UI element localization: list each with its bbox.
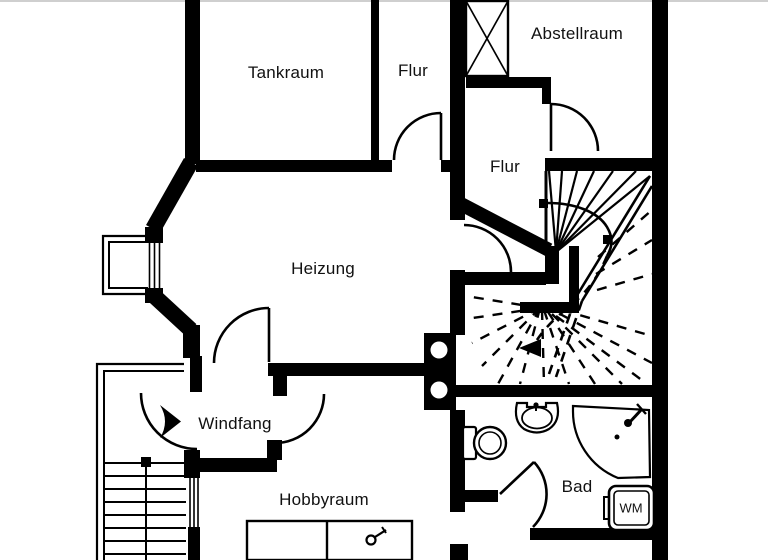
flur-top-door-arc: [392, 111, 442, 161]
door-swings: [139, 102, 600, 528]
hobbyraum-east-wall-stub: [450, 544, 468, 560]
sink: [514, 401, 560, 434]
bad-door-stub: [464, 490, 498, 502]
hobbyraum-north-stub: [267, 440, 282, 460]
shaft-cross-icon: [464, 0, 510, 78]
shower-drain-icon: [614, 434, 620, 440]
room-label-heizung: Heizung: [291, 259, 355, 278]
room-label-bad: Bad: [561, 477, 593, 496]
hall-west-wall-mid2: [450, 270, 465, 335]
stair-treads-dashed: [465, 209, 653, 385]
exterior-stairs: [95, 362, 186, 560]
stair-walk-line: [519, 199, 613, 357]
abstellraum-door-arc: [550, 102, 600, 152]
stair-spine-vertical: [569, 246, 579, 306]
bay-window-top-cap: [145, 227, 163, 243]
hall-west-wall-upper: [450, 0, 465, 170]
bad-door-leaf: [499, 461, 535, 495]
image-top-edge: [0, 0, 768, 2]
room-label-flur-stair: Flur: [489, 157, 521, 176]
stair-treads-solid: [547, 170, 651, 253]
hobbyraum-table: [245, 519, 414, 560]
windfang-west-wall-upper: [183, 325, 200, 358]
shower-head-icon: [624, 419, 632, 427]
bay-window-bottom-cap: [145, 288, 163, 303]
chimney-icon: [424, 333, 456, 410]
room-label-windfang: Windfang: [198, 414, 272, 433]
west-upper-diagonal-wall: [146, 158, 198, 233]
tankraum-west-wall: [185, 0, 200, 164]
room-label-tankraum: Tankraum: [247, 63, 325, 82]
windfang-east-stub: [273, 376, 287, 396]
windfang-heizung-door-arc: [212, 306, 270, 364]
stair-spine-horizontal: [520, 302, 579, 313]
hobbyraum-east-wall: [450, 410, 465, 512]
bad-north-wall: [451, 385, 655, 397]
abstellraum-south-wall: [466, 77, 545, 88]
abstellraum-door-step: [542, 77, 551, 104]
shower: [571, 403, 652, 480]
stair-diagonal-wall: [455, 196, 553, 257]
stair-funnel-wall: [450, 272, 546, 285]
stair-top-wall: [545, 158, 652, 171]
hobbyraum-north-wall: [196, 458, 277, 472]
room-label-flur-top: Flur: [397, 61, 429, 80]
key-icon: [365, 526, 387, 546]
washing-machine: [603, 484, 656, 532]
bad-door-arc: [532, 461, 548, 528]
windfang-west-wall-lower: [190, 356, 202, 392]
stair-direction-arrow-icon: [519, 339, 541, 357]
washing-machine-label: WM: [619, 500, 643, 516]
winder-staircase: [465, 170, 654, 385]
windfang-north-wall: [268, 363, 424, 376]
bay-window: [101, 234, 161, 296]
entrance-left-door-arc: [139, 392, 198, 451]
walls: [145, 0, 668, 560]
heizung-east-door-arc: [463, 223, 513, 273]
heizung-north-wall: [196, 160, 392, 172]
room-label-hobbyraum: Hobbyraum: [279, 490, 369, 509]
hobbyraum-west-wall-lower: [188, 527, 200, 560]
room-label-abstellraum: Abstellraum: [531, 24, 623, 43]
stair-west-block: [545, 246, 559, 284]
heizung-north-stub: [441, 160, 451, 172]
tankraum-east-wall: [371, 0, 379, 163]
entrance-right-door-arc: [274, 393, 326, 445]
outer-east-wall: [652, 0, 668, 560]
toilet: [461, 425, 508, 461]
hobbyraum-window: [189, 478, 199, 527]
entrance-arrow-icon: [160, 405, 181, 438]
sink-tap-icon: [533, 402, 539, 408]
